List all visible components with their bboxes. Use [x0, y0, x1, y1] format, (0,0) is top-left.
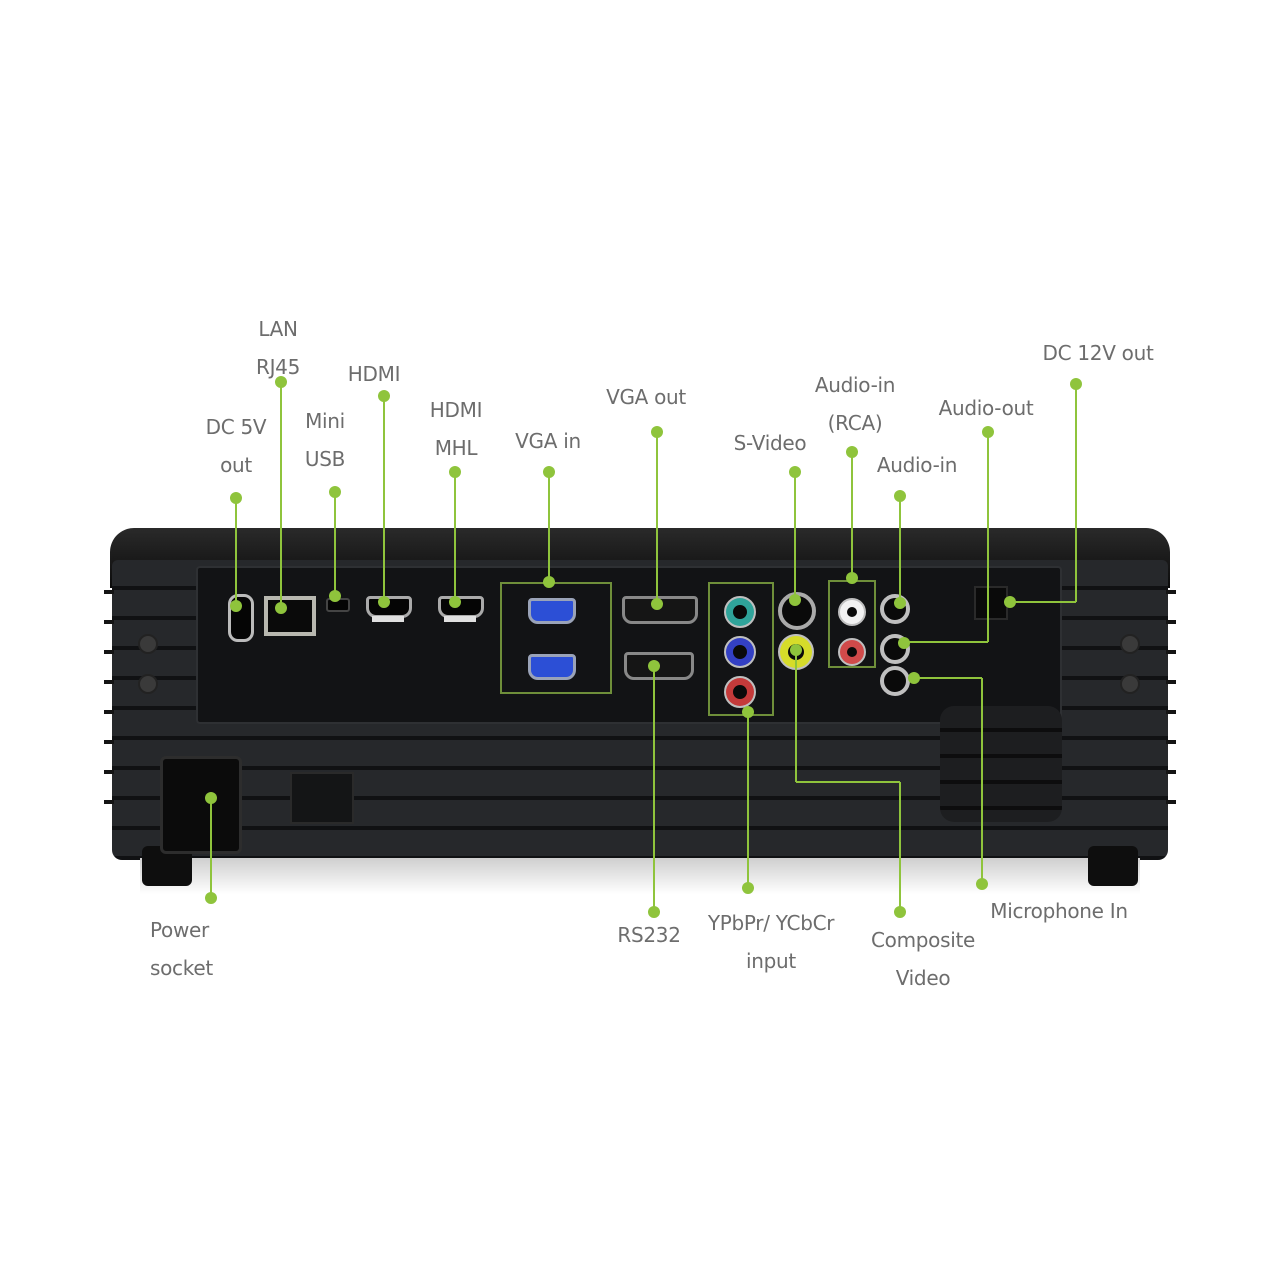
callout-dot-s-video [789, 466, 801, 478]
callout-line-dc5v [235, 498, 237, 608]
callout-line-audio-out-h [904, 641, 988, 643]
callout-dot-hdmi-mhl [449, 466, 461, 478]
callout-line-vga-out [656, 432, 658, 604]
port-dot-hdmi-mhl [449, 596, 461, 608]
port-dot-ypbpr [742, 706, 754, 718]
label-audio-in-rca: Audio-in(RCA) [814, 373, 896, 435]
vga-in-group-frame [500, 582, 612, 694]
callout-dot-ypbpr [742, 882, 754, 894]
screw [1120, 634, 1140, 654]
io-panel [196, 566, 1062, 724]
callout-dot-audio-in-rca [846, 446, 858, 458]
port-dot-lan [275, 602, 287, 614]
label-vga-out: VGA out [606, 385, 686, 409]
callout-dot-rs232 [648, 906, 660, 918]
label-hdmi: HDMI [347, 362, 401, 386]
callout-line-vga-in [548, 472, 550, 584]
callout-line-audio-in-rca [851, 452, 853, 578]
power-socket [160, 756, 242, 854]
callout-line-dc12v-h [1010, 601, 1076, 603]
audio-in-rca-left-jack [838, 598, 866, 626]
callout-dot-mic [976, 878, 988, 890]
label-rs232: RS232 [617, 923, 681, 947]
callout-dot-hdmi [378, 390, 390, 402]
callout-line-audio-out [987, 432, 989, 642]
label-audio-in: Audio-in [876, 453, 958, 477]
port-dot-hdmi [378, 596, 390, 608]
callout-line-s-video [794, 472, 796, 600]
port-dot-audio-in [894, 597, 906, 609]
component-pb-jack [724, 636, 756, 668]
audio-in-rca-right-jack [838, 638, 866, 666]
component-pr-jack [724, 676, 756, 708]
callout-line-mic [981, 678, 983, 884]
projector-foot-right [1088, 846, 1138, 886]
port-dot-mic [908, 672, 920, 684]
callout-dot-vga-in [543, 466, 555, 478]
label-s-video: S-Video [733, 431, 807, 455]
label-audio-out: Audio-out [938, 396, 1034, 420]
screw [138, 634, 158, 654]
screw [138, 674, 158, 694]
port-dot-audio-out [898, 637, 910, 649]
callout-line-power [210, 798, 212, 898]
callout-dot-vga-out [651, 426, 663, 438]
port-dot-dc12v [1004, 596, 1016, 608]
microphone-in-jack [880, 666, 910, 696]
port-dot-power [205, 792, 217, 804]
port-dot-audio-in-rca [846, 572, 858, 584]
callout-dot-power [205, 892, 217, 904]
component-group-frame [708, 582, 774, 716]
callout-dot-lan [275, 376, 287, 388]
port-dot-s-video [789, 594, 801, 606]
label-dc12v-out: DC 12V out [1042, 341, 1154, 365]
dc12v-out-port [974, 586, 1008, 620]
callout-line-dc12v [1075, 384, 1077, 602]
port-dot-composite [790, 644, 802, 656]
callout-line-mic-h [914, 677, 982, 679]
screw [1120, 674, 1140, 694]
callout-line-composite-a [795, 650, 797, 782]
component-y-jack [724, 596, 756, 628]
callout-line-lan [280, 382, 282, 608]
port-dot-vga-in [543, 576, 555, 588]
callout-line-composite-b [899, 782, 901, 912]
callout-line-hdmi [383, 396, 385, 604]
callout-line-composite-h [796, 781, 900, 783]
hdmi-mhl-port-label-strip [444, 616, 476, 622]
speaker-grille [940, 706, 1062, 822]
callout-line-hdmi-mhl [454, 472, 456, 604]
label-vga-in: VGA in [515, 429, 581, 453]
callout-line-ypbpr [747, 712, 749, 888]
port-dot-dc5v [230, 600, 242, 612]
lan-rj45-port [264, 596, 316, 636]
vga-in-port-2 [528, 654, 576, 680]
callout-line-rs232 [653, 666, 655, 912]
port-dot-vga-out [651, 598, 663, 610]
projector-shadow [140, 858, 1140, 894]
callout-line-audio-in [899, 496, 901, 600]
callout-dot-audio-out [982, 426, 994, 438]
label-microphone-in: Microphone In [990, 899, 1128, 923]
callout-dot-dc5v [230, 492, 242, 504]
port-dot-rs232 [648, 660, 660, 672]
vga-in-port-1 [528, 598, 576, 624]
callout-dot-mini-usb [329, 486, 341, 498]
callout-dot-audio-in [894, 490, 906, 502]
port-dot-mini-usb [329, 590, 341, 602]
hdmi-port-label-strip [372, 616, 404, 622]
hdmi-mhl-port [438, 596, 484, 618]
callout-dot-dc12v [1070, 378, 1082, 390]
callout-line-mini-usb [334, 492, 336, 598]
callout-dot-composite [894, 906, 906, 918]
kensington-lock-slot [290, 772, 354, 824]
